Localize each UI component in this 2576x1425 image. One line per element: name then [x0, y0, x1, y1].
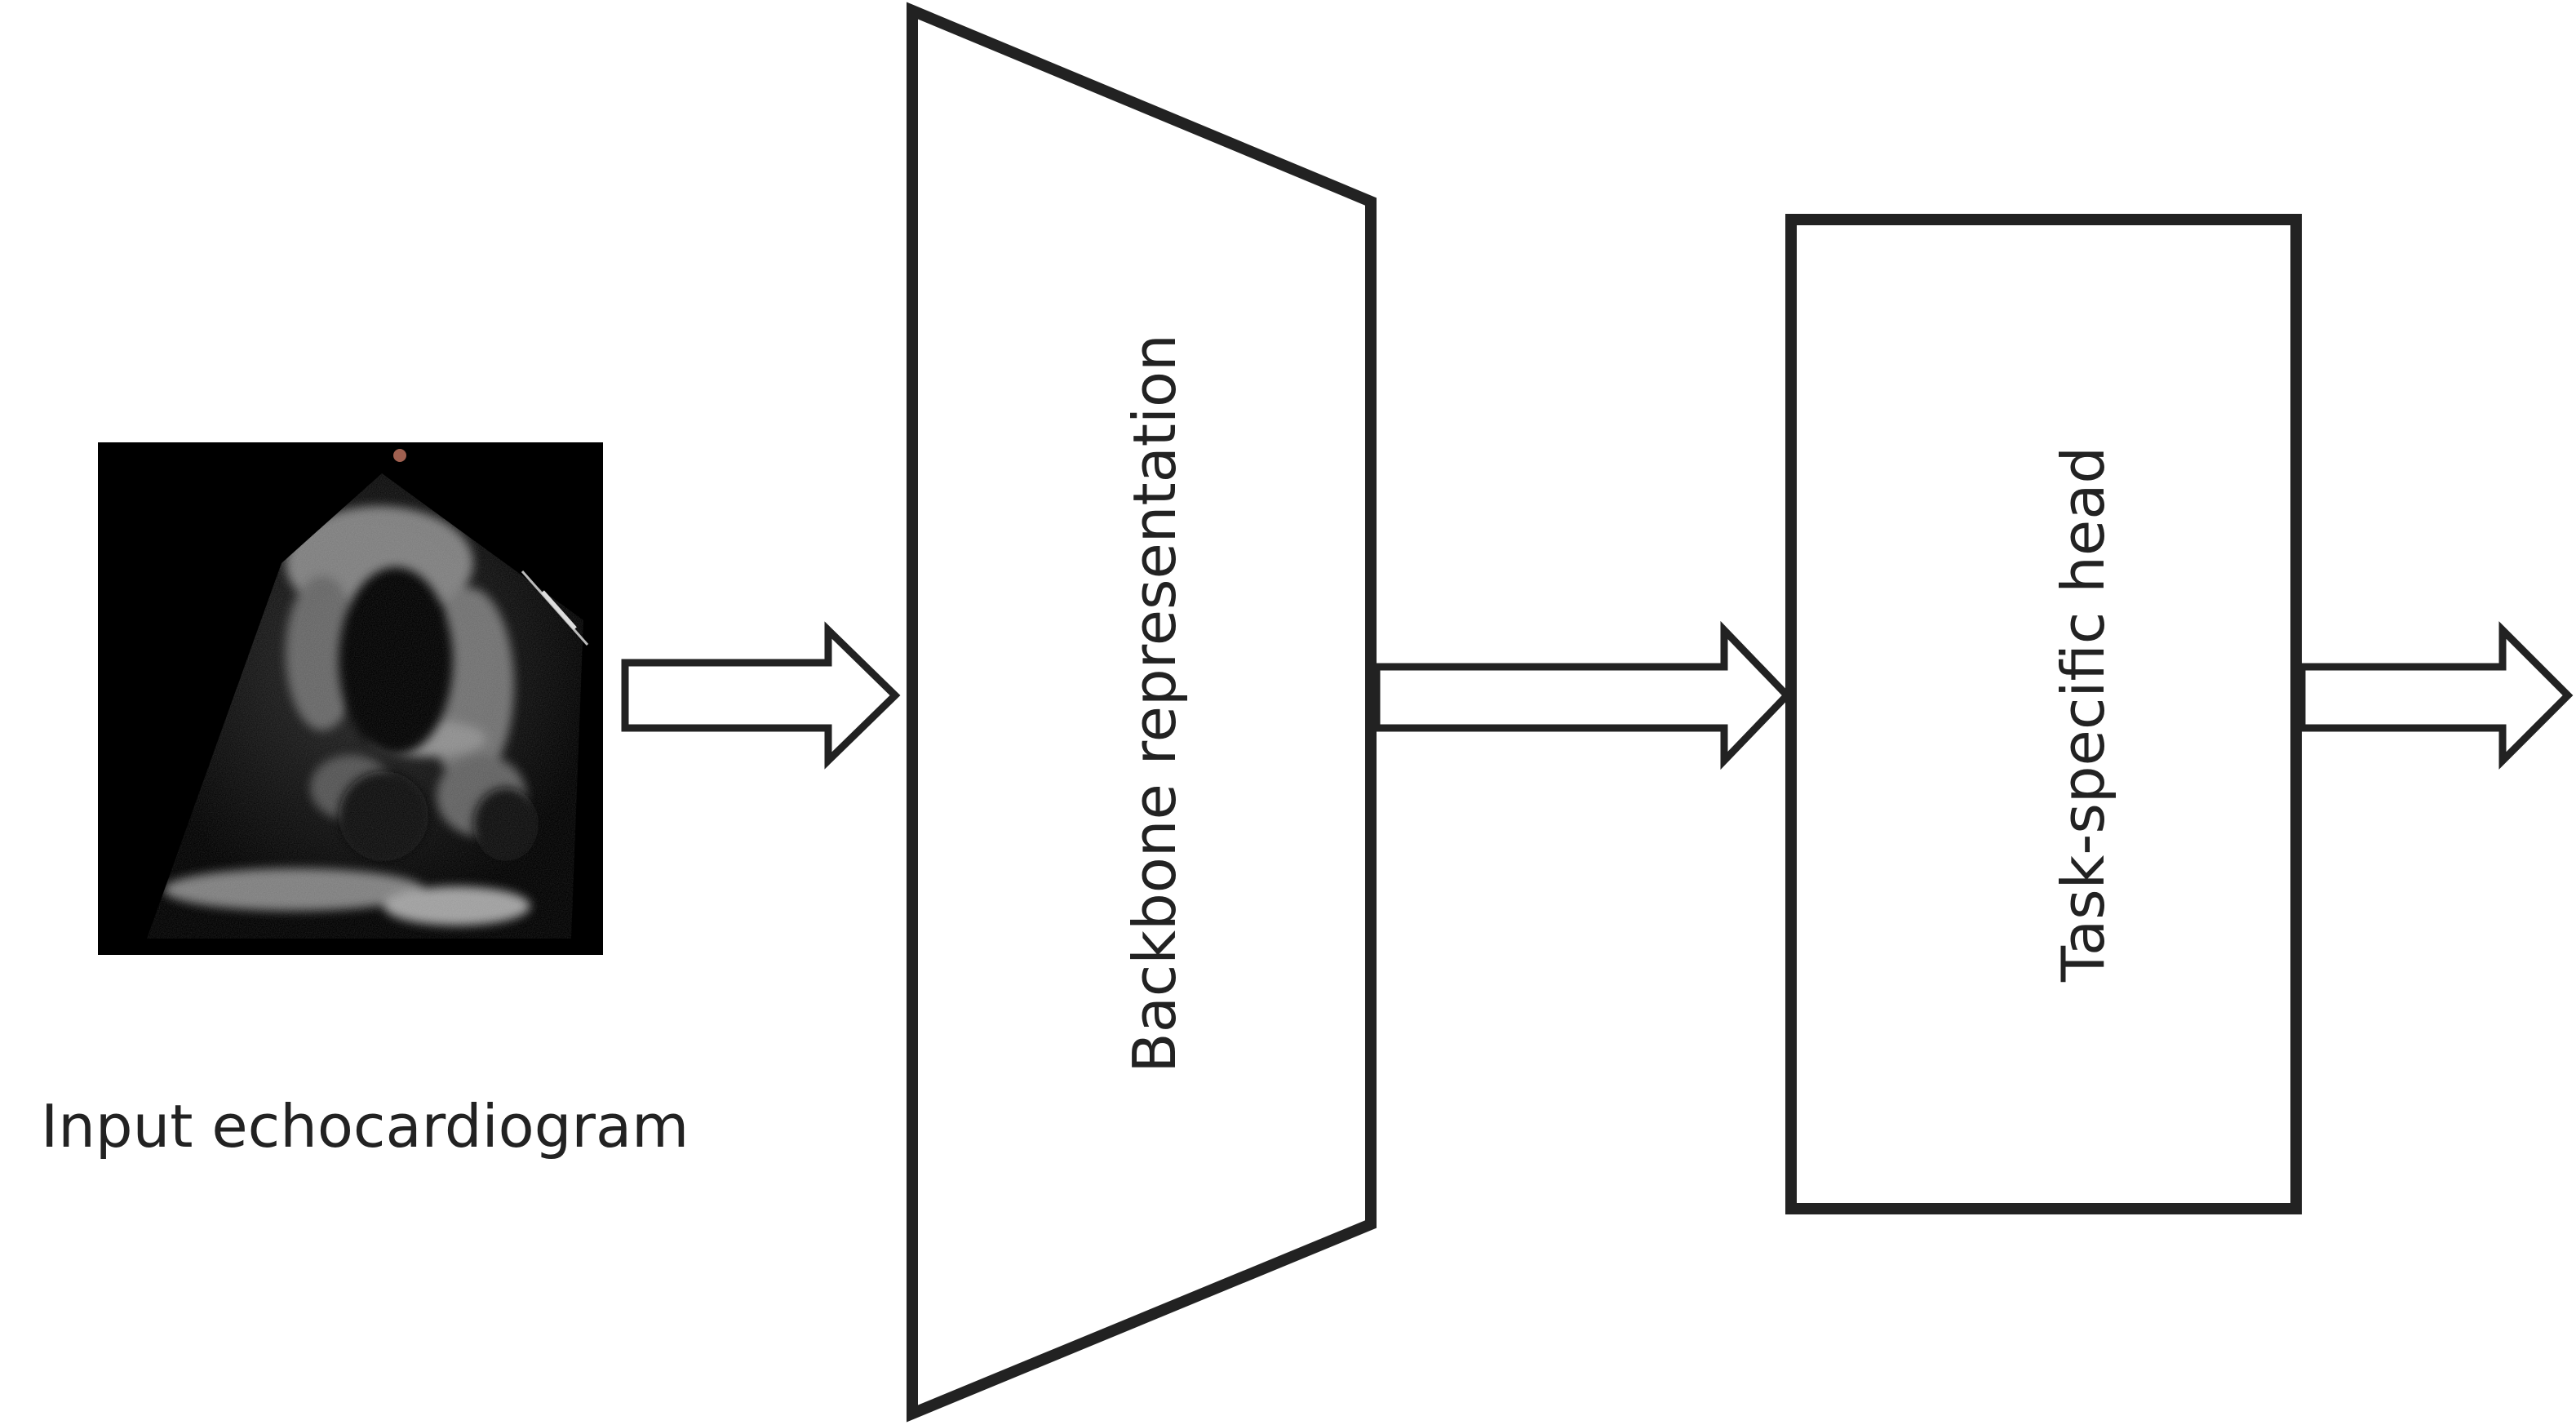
backbone-block	[907, 2, 1377, 1423]
task-head-block	[1785, 214, 2302, 1214]
input-label: Input echocardiogram	[41, 1092, 689, 1161]
task-head-label: Task-specific head	[2049, 446, 2117, 983]
backbone-label: Backbone representation	[1120, 334, 1189, 1072]
arrow-to-backbone	[621, 621, 901, 770]
arrow-to-head	[1372, 620, 1793, 770]
output-arrow	[2298, 621, 2574, 770]
echocardiogram-image	[98, 442, 603, 955]
